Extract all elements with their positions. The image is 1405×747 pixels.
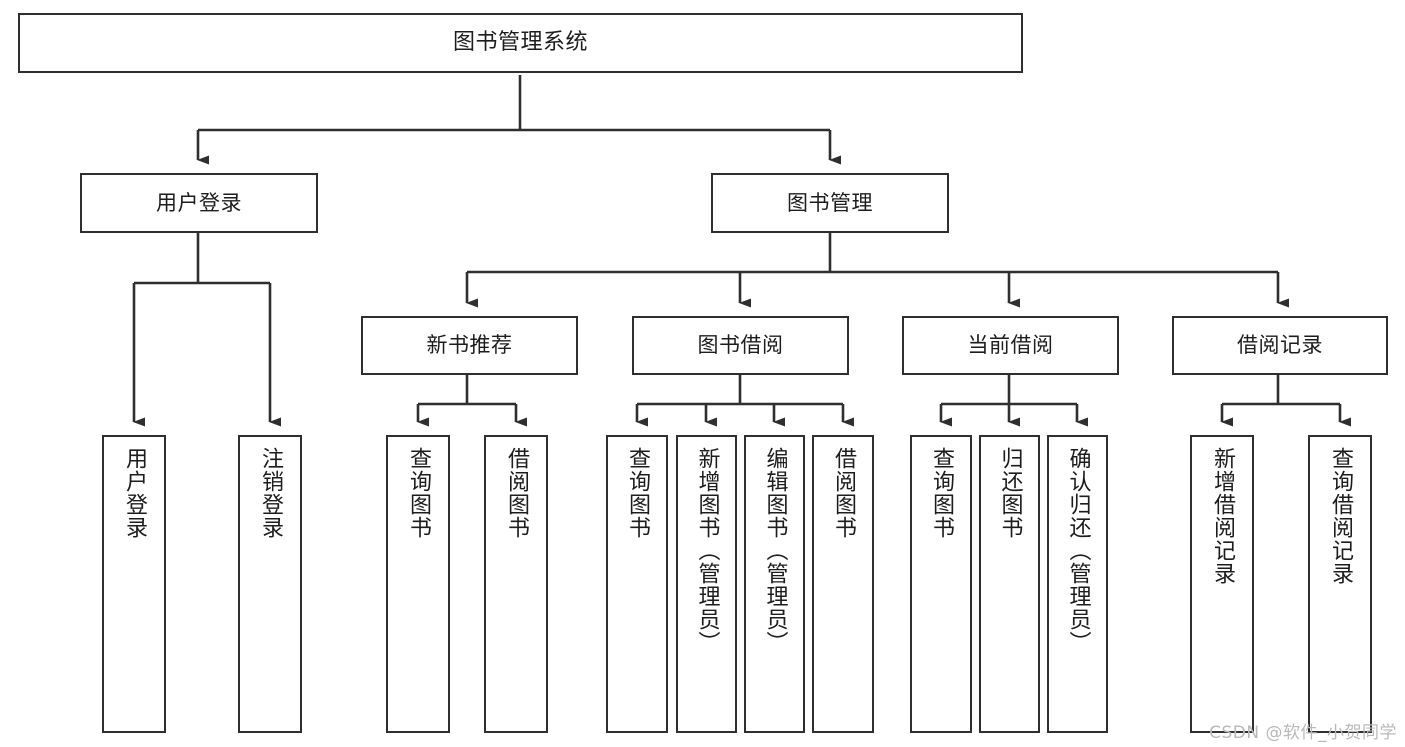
leaf-book-borrow-query-book[interactable]: 查询图书 — [606, 435, 668, 733]
leaf-current-borrow-confirm-return-admin[interactable]: 确认归还（管理员） — [1047, 435, 1108, 733]
leaf-new-book-borrow-book[interactable]: 借阅图书 — [484, 435, 548, 733]
node-label: 借阅记录 — [1237, 333, 1323, 358]
node-label: 当前借阅 — [967, 333, 1054, 358]
leaf-book-borrow-add-book-admin[interactable]: 新增图书（管理员） — [676, 435, 737, 733]
leaf-current-borrow-return-book[interactable]: 归还图书 — [979, 435, 1040, 733]
node-label: 查询图书 — [928, 447, 954, 539]
node-root-book-management-system[interactable]: 图书管理系统 — [18, 13, 1023, 73]
node-label: 确认归还（管理员） — [1065, 447, 1091, 654]
leaf-book-borrow-edit-book-admin[interactable]: 编辑图书（管理员） — [744, 435, 805, 733]
node-label: 新增图书（管理员） — [694, 447, 720, 654]
node-label: 借阅图书 — [830, 447, 856, 539]
node-current-borrow[interactable]: 当前借阅 — [902, 316, 1119, 375]
node-label: 图书借阅 — [697, 333, 784, 358]
leaf-borrow-records-query-record[interactable]: 查询借阅记录 — [1308, 435, 1372, 733]
node-label: 新增借阅记录 — [1209, 447, 1235, 585]
node-label: 借阅图书 — [503, 447, 529, 539]
leaf-book-borrow-borrow-book[interactable]: 借阅图书 — [812, 435, 874, 733]
leaf-user-login-logout[interactable]: 注销登录 — [238, 435, 302, 733]
node-label: 用户登录 — [121, 447, 147, 539]
node-label: 新书推荐 — [426, 333, 513, 358]
node-label: 查询图书 — [624, 447, 650, 539]
node-book-borrow[interactable]: 图书借阅 — [632, 316, 849, 375]
node-label: 查询图书 — [405, 447, 431, 539]
node-label: 查询借阅记录 — [1327, 447, 1353, 585]
node-label: 编辑图书（管理员） — [762, 447, 788, 654]
node-label: 图书管理系统 — [452, 30, 588, 56]
node-label: 用户登录 — [156, 190, 242, 215]
leaf-current-borrow-query-book[interactable]: 查询图书 — [910, 435, 972, 733]
node-label: 注销登录 — [257, 447, 283, 539]
node-user-login[interactable]: 用户登录 — [80, 173, 318, 233]
leaf-borrow-records-add-record[interactable]: 新增借阅记录 — [1190, 435, 1254, 733]
node-borrow-records[interactable]: 借阅记录 — [1172, 316, 1388, 375]
node-new-book-recommend[interactable]: 新书推荐 — [361, 316, 578, 375]
node-label: 图书管理 — [787, 190, 873, 215]
node-book-management[interactable]: 图书管理 — [711, 173, 949, 233]
leaf-user-login-login[interactable]: 用户登录 — [102, 435, 166, 733]
leaf-new-book-query-book[interactable]: 查询图书 — [386, 435, 450, 733]
node-label: 归还图书 — [997, 447, 1023, 539]
